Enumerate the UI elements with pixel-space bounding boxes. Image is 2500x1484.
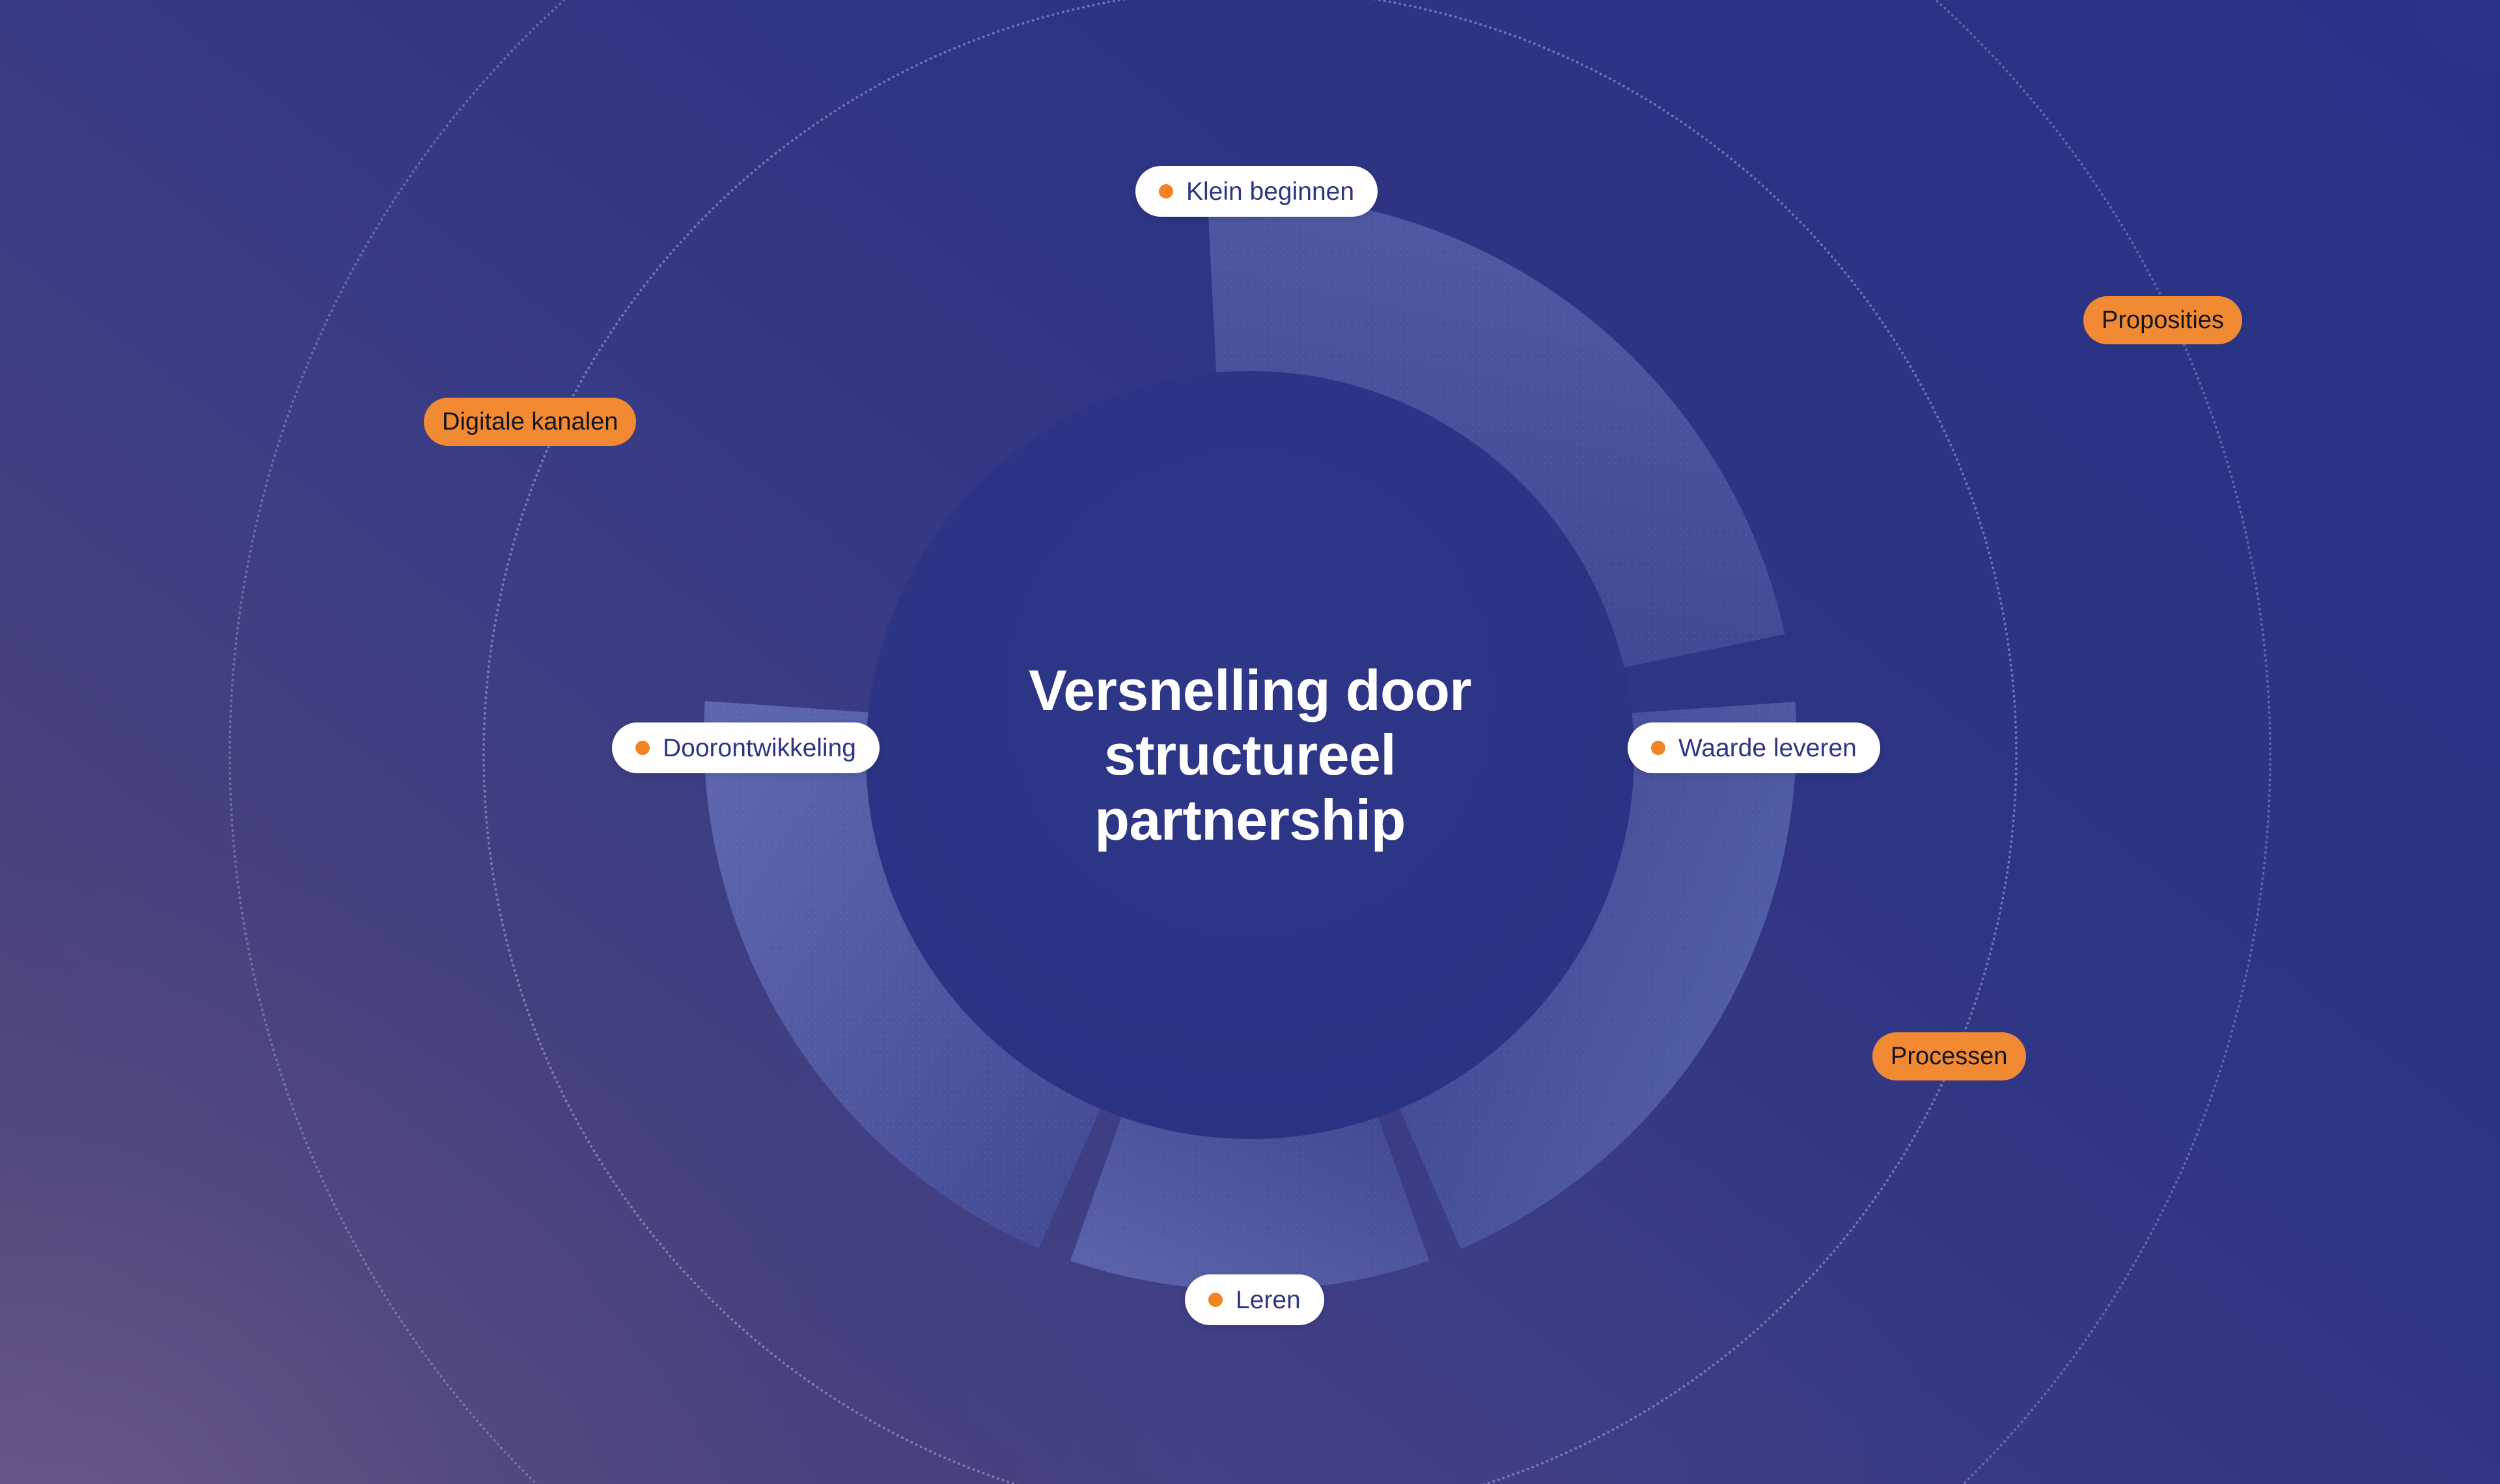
- bullet-dot-icon: [635, 741, 650, 755]
- badge-label: Proposities: [2102, 307, 2224, 334]
- cycle-step-leren[interactable]: Leren: [1185, 1274, 1324, 1325]
- cycle-step-klein-beginnen[interactable]: Klein beginnen: [1135, 166, 1378, 217]
- bullet-dot-icon: [1651, 741, 1665, 755]
- center-disc: [866, 371, 1634, 1139]
- cycle-step-waarde-leveren[interactable]: Waarde leveren: [1628, 722, 1880, 773]
- cycle-step-label: Doorontwikkeling: [663, 734, 856, 762]
- badge-digitale-kanalen[interactable]: Digitale kanalen: [424, 398, 637, 446]
- bullet-dot-icon: [1159, 184, 1173, 199]
- cycle-step-label: Waarde leveren: [1678, 734, 1857, 762]
- bullet-dot-icon: [1208, 1293, 1223, 1307]
- cycle-ring-graphic: [677, 182, 1823, 1328]
- badge-processen[interactable]: Processen: [1872, 1032, 2026, 1080]
- cycle-step-label: Leren: [1236, 1285, 1301, 1314]
- badge-proposities[interactable]: Proposities: [2083, 296, 2242, 344]
- badge-label: Digitale kanalen: [442, 408, 618, 435]
- cycle-step-doorontwikkeling[interactable]: Doorontwikkeling: [612, 722, 880, 773]
- page-title: Versnelling door structureel partnership: [1029, 657, 1471, 852]
- badge-label: Processen: [1891, 1043, 2008, 1070]
- cycle-step-label: Klein beginnen: [1186, 177, 1355, 206]
